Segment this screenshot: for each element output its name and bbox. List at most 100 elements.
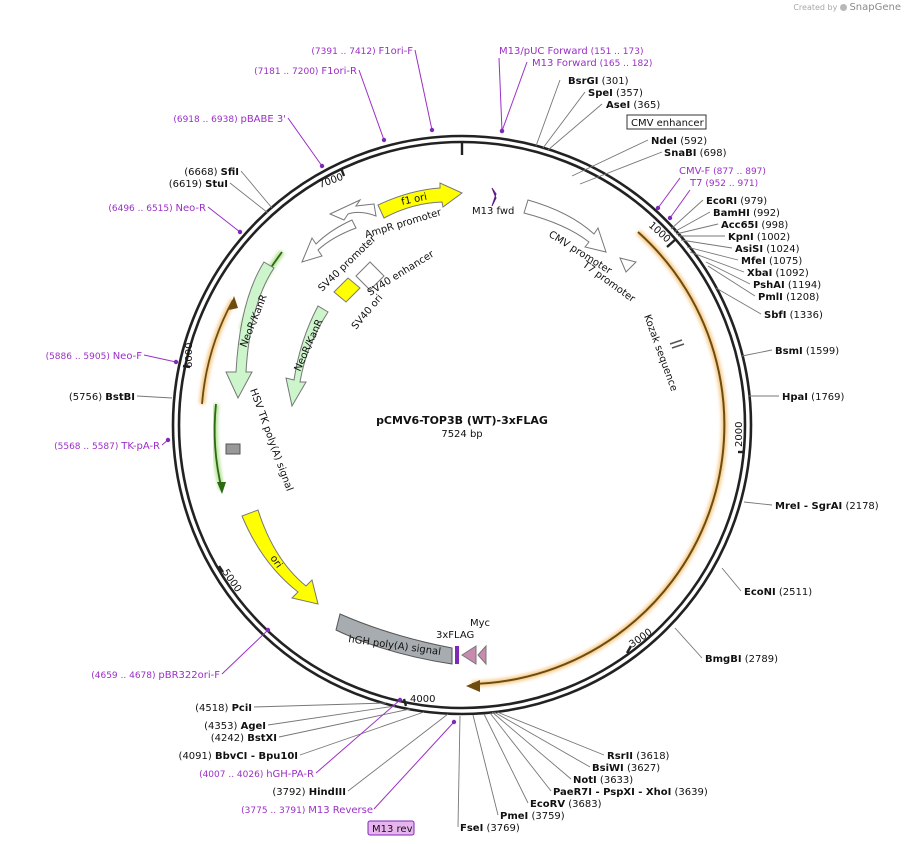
site-label-bamhi: BamHI (992)	[713, 208, 780, 219]
site-name: SpeI	[588, 88, 613, 99]
primer-mark	[165, 437, 171, 443]
primer-label: (5886 .. 5905) Neo-F	[46, 351, 143, 362]
site-label-snabi: SnaBI (698)	[664, 148, 727, 159]
site-leader-line	[136, 395, 173, 399]
site-name: HpaI	[782, 392, 808, 403]
primer-mark	[667, 215, 673, 221]
tick-5000	[218, 565, 224, 573]
primer-range: (165 .. 182)	[597, 59, 653, 69]
primer-range: (7391 .. 7412)	[311, 47, 378, 57]
site-name: BsrGI	[568, 76, 598, 87]
site-label-paer7i: PaeR7I - PspXI - XhoI (3639)	[553, 787, 708, 798]
site-name: AseI	[606, 100, 630, 111]
site-leader-line	[491, 711, 572, 780]
primer-label: (6496 .. 6515) Neo-R	[108, 203, 206, 214]
feature-flag: 3xFLAG	[436, 630, 474, 641]
site-name: BbvCI	[215, 751, 247, 762]
tick-4000	[402, 698, 408, 707]
primer-range: (6496 .. 6515)	[108, 204, 175, 214]
site-position: (3759)	[528, 811, 565, 822]
site-position: (4091)	[179, 751, 215, 762]
primer-name: M13 Reverse	[308, 805, 373, 816]
primer-label: (4007 .. 4026) hGH-PA-R	[199, 769, 314, 780]
ampr-promoter-arrow	[328, 198, 377, 221]
site-label-bstxi: (4242) BstXI	[211, 733, 277, 744]
primer-label: (6918 .. 6938) pBABE 3'	[173, 114, 286, 125]
site-name: SnaBI	[664, 148, 696, 159]
site-leader-line	[689, 251, 745, 273]
site-label-pcii: (4518) PciI	[195, 703, 252, 714]
sv40-promoter-arrow	[301, 219, 357, 263]
primer-leader-line	[287, 117, 323, 167]
site-name: BstXI	[247, 733, 277, 744]
primer-label: (5568 .. 5587) TK-pA-R	[54, 441, 160, 452]
site-extra: - SgrAI	[800, 501, 842, 512]
primer-label: M13 Forward (165 .. 182)	[532, 58, 652, 69]
primer-range: (4659 .. 4678)	[91, 671, 158, 681]
site-position: (1208)	[783, 292, 820, 303]
primer-range: (5568 .. 5587)	[54, 442, 121, 452]
site-name: PciI	[232, 703, 252, 714]
m13-rev-box	[367, 820, 415, 836]
site-name: BamHI	[713, 208, 750, 219]
site-leader-line	[489, 712, 552, 792]
site-leader-line	[571, 139, 649, 177]
site-label-agei: (4353) AgeI	[204, 721, 266, 732]
primer-label: (7181 .. 7200) F1ori-R	[254, 66, 357, 77]
site-extra: - Bpu10I	[247, 751, 298, 762]
site-name: AgeI	[241, 721, 266, 732]
neokan-inner-arrow	[285, 305, 329, 408]
primer-range: (6918 .. 6938)	[173, 115, 240, 125]
tick-3000	[625, 645, 633, 654]
primer-label: M13/pUC Forward (151 .. 173)	[499, 46, 643, 57]
site-position: (6619)	[169, 179, 205, 190]
site-label-bstbi: (5756) BstBI	[69, 392, 135, 403]
primer-label: (3775 .. 3791) M13 Reverse	[241, 805, 373, 816]
primer-leader-line	[657, 177, 681, 209]
site-name: PmlI	[758, 292, 783, 303]
primer-name: F1ori-R	[321, 66, 357, 77]
primer-leader-line	[498, 57, 503, 132]
site-label-mfei: MfeI (1075)	[741, 256, 802, 267]
site-position: (357)	[613, 88, 643, 99]
primer-mark	[237, 229, 243, 235]
site-leader-line	[542, 91, 586, 149]
primer-range: (4007 .. 4026)	[199, 770, 266, 780]
site-leader-line	[705, 261, 751, 285]
site-leader-line	[457, 715, 461, 828]
plasmid-length: 7524 bp	[441, 429, 482, 440]
primer-range: (952 .. 971)	[702, 179, 758, 189]
site-name: NdeI	[651, 136, 677, 147]
site-position: (1075)	[766, 256, 803, 267]
site-position: (3633)	[597, 775, 634, 786]
tick-label-7000: 7000	[317, 172, 345, 191]
site-position: (4518)	[195, 703, 231, 714]
site-label-bsiwi: BsiWI (3627)	[592, 763, 660, 774]
site-position: (2511)	[776, 587, 813, 598]
site-position: (979)	[737, 196, 767, 207]
site-name: StuI	[205, 179, 228, 190]
site-name: EcoRV	[530, 799, 565, 810]
site-label-asisi: AsiSI (1024)	[735, 244, 800, 255]
primer-mark	[429, 127, 435, 133]
orf-arc	[466, 229, 728, 692]
primer-leader-line	[669, 189, 691, 219]
primer-name: M13 Forward	[532, 58, 597, 69]
site-position: (3639)	[671, 787, 708, 798]
site-leader-line	[493, 711, 591, 768]
feature-arrows	[225, 182, 685, 666]
backbone-outer-ring	[171, 134, 753, 716]
primer-leader-line	[207, 206, 241, 233]
site-position: (1024)	[763, 244, 800, 255]
primer-leader-line	[414, 49, 433, 131]
primer-leader-line	[315, 699, 401, 774]
primer-range: (877 .. 897)	[710, 167, 766, 177]
plasmid-name: pCMV6-TOP3B (WT)-3xFLAG	[376, 414, 548, 427]
site-name: BmgBI	[705, 654, 742, 665]
m13-fwd-arrow	[491, 187, 497, 207]
site-position: (1194)	[785, 280, 822, 291]
site-leader-line	[229, 182, 269, 214]
cmv-promoter-arrow	[523, 199, 607, 253]
snapgene-watermark: Created by SnapGene	[793, 2, 901, 13]
